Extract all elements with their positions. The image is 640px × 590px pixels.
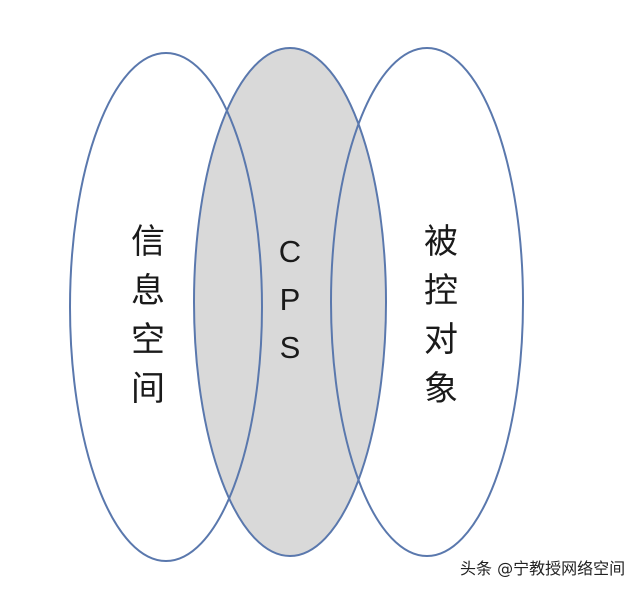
label-character: P xyxy=(279,282,301,317)
label-character: C xyxy=(278,234,302,269)
right-label-controlled-object: 被控对象 xyxy=(421,218,461,414)
right-ellipse-controlled-object xyxy=(330,47,524,557)
center-ellipse-cps xyxy=(193,47,387,557)
left-ellipse-information-space xyxy=(69,52,263,562)
label-character: 信 xyxy=(131,222,165,262)
left-label-information-space: 信息空间 xyxy=(128,218,168,414)
label-character: S xyxy=(279,330,301,365)
label-character: 控 xyxy=(424,271,458,311)
label-character: 息 xyxy=(131,271,165,311)
label-character: 间 xyxy=(131,369,165,409)
label-character: 对 xyxy=(424,320,458,360)
label-character: 象 xyxy=(424,369,458,409)
label-character: 被 xyxy=(424,222,458,262)
label-character: 空 xyxy=(131,320,165,360)
watermark: 头条 @宁教授网络空间 xyxy=(460,559,626,578)
